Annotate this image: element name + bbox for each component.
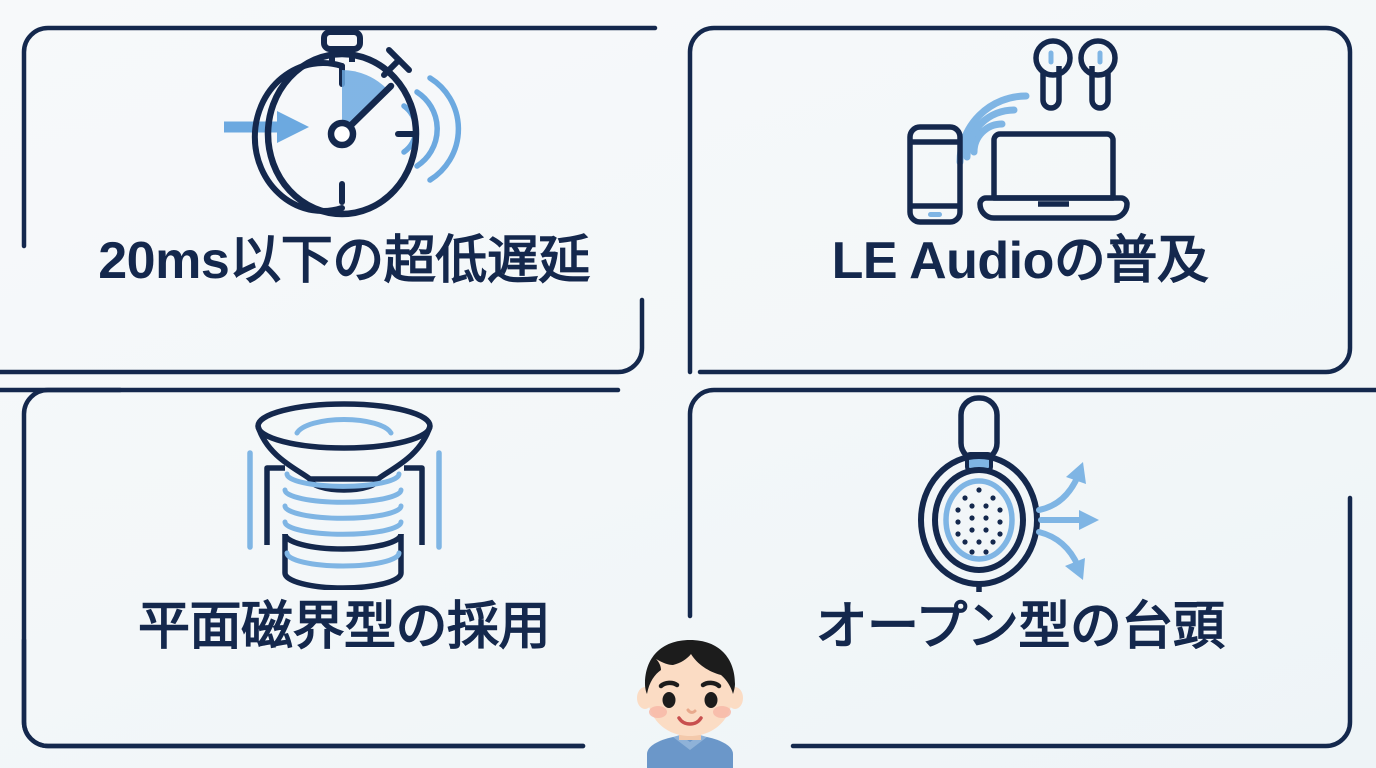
card2-caption: LE Audioの普及 — [831, 232, 1209, 290]
card-open-back[interactable]: オープン型の台頭 — [690, 388, 1350, 746]
phone-home-indicator — [928, 212, 942, 217]
boy-illustration — [637, 640, 743, 768]
card-le-audio[interactable]: LE Audioの普及 — [690, 22, 1350, 380]
speaker-driver-icon-wrap — [24, 388, 664, 596]
earbuds-pair — [1033, 38, 1118, 111]
character-eyebrow-right — [700, 680, 722, 689]
stopwatch-inner-ring — [251, 59, 345, 214]
character-cheek-right — [713, 706, 731, 718]
headband-arm — [957, 395, 1000, 463]
blue-pie-wedge — [342, 69, 387, 134]
speaker-driver-icon — [246, 400, 442, 590]
stopwatch-icon — [224, 28, 462, 217]
driver-cone — [254, 400, 433, 493]
card-planar-magnetic[interactable]: 平面磁界型の採用 — [24, 388, 664, 746]
character-eye-left — [662, 692, 676, 708]
open-back-headphone-icon — [917, 395, 1099, 592]
wireless-devices-icon-wrap — [690, 22, 1350, 230]
card4-caption: オープン型の台頭 — [815, 598, 1225, 656]
stopwatch-side-button-cap — [386, 46, 412, 73]
airflow-arrowheads — [1064, 462, 1099, 580]
stopwatch-hub — [327, 119, 357, 148]
wireless-devices-icon — [907, 38, 1130, 225]
character-cheek-left — [649, 706, 667, 718]
cone-highlight — [294, 416, 393, 435]
card1-caption: 20ms以下の超低遅延 — [98, 232, 590, 290]
magnet-brackets-light — [246, 449, 442, 550]
open-back-headphone-icon-wrap — [690, 388, 1350, 596]
magnet-brackets — [263, 464, 425, 545]
character-nose — [686, 708, 697, 714]
magnet-body — [281, 532, 404, 590]
character-hair — [645, 640, 735, 694]
magnet-highlight — [284, 550, 401, 568]
card-low-latency[interactable]: 20ms以下の超低遅延 — [24, 22, 664, 380]
character-eyebrow-left — [658, 680, 680, 689]
earcup-rings — [917, 453, 1040, 587]
card3-caption: 平面磁界型の採用 — [137, 598, 551, 656]
smartphone — [907, 124, 963, 225]
earbud-accents — [1048, 50, 1103, 65]
laptop — [977, 131, 1130, 221]
perforated-grille — [954, 487, 1003, 555]
character-eye-right — [704, 692, 718, 708]
character-mouth — [677, 716, 703, 726]
stopwatch-icon-wrap — [24, 22, 664, 230]
character-shirt — [647, 737, 733, 768]
voice-coil — [282, 471, 403, 537]
